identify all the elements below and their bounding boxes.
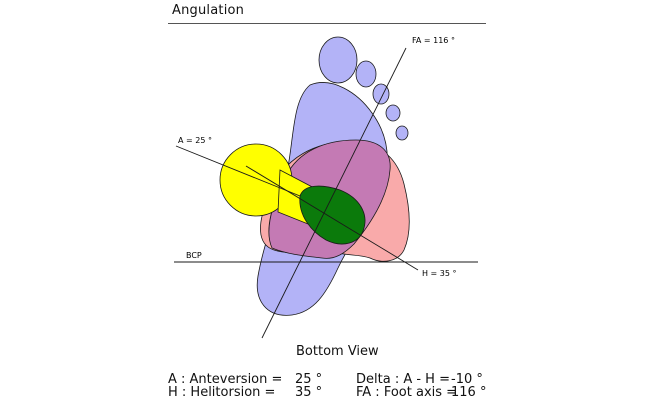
foot-axis-stat-label: FA : Foot axis = (356, 385, 458, 400)
helitorsion-label: H = 35 ° (422, 269, 457, 278)
helitorsion-line (245, 165, 419, 271)
third-toe (372, 83, 390, 105)
fourth-toe (385, 104, 401, 122)
foot-axis-line (261, 47, 407, 339)
bcp-label: BCP (186, 251, 202, 260)
helitorsion-stat-label: H : Helitorsion = (168, 385, 276, 400)
helitorsion-stat-value: 35 ° (295, 385, 323, 400)
anteversion-label: A = 25 ° (178, 136, 212, 145)
anteversion-line (175, 145, 301, 197)
fifth-toe (395, 125, 409, 141)
figure-title: Angulation (172, 3, 245, 18)
second-toe (355, 60, 377, 88)
delta-stat-label: Delta : A - H = (356, 372, 450, 387)
anteversion-stat-value: 25 ° (295, 372, 323, 387)
foot-axis-stat-value: 116 ° (451, 385, 487, 400)
big-toe (318, 36, 358, 84)
anteversion-stat-label: A : Anteversion = (168, 372, 283, 387)
foot-axis-label: FA = 116 ° (412, 36, 455, 45)
view-caption: Bottom View (296, 344, 379, 359)
delta-stat-value: -10 ° (451, 372, 483, 387)
title-divider (168, 23, 486, 24)
